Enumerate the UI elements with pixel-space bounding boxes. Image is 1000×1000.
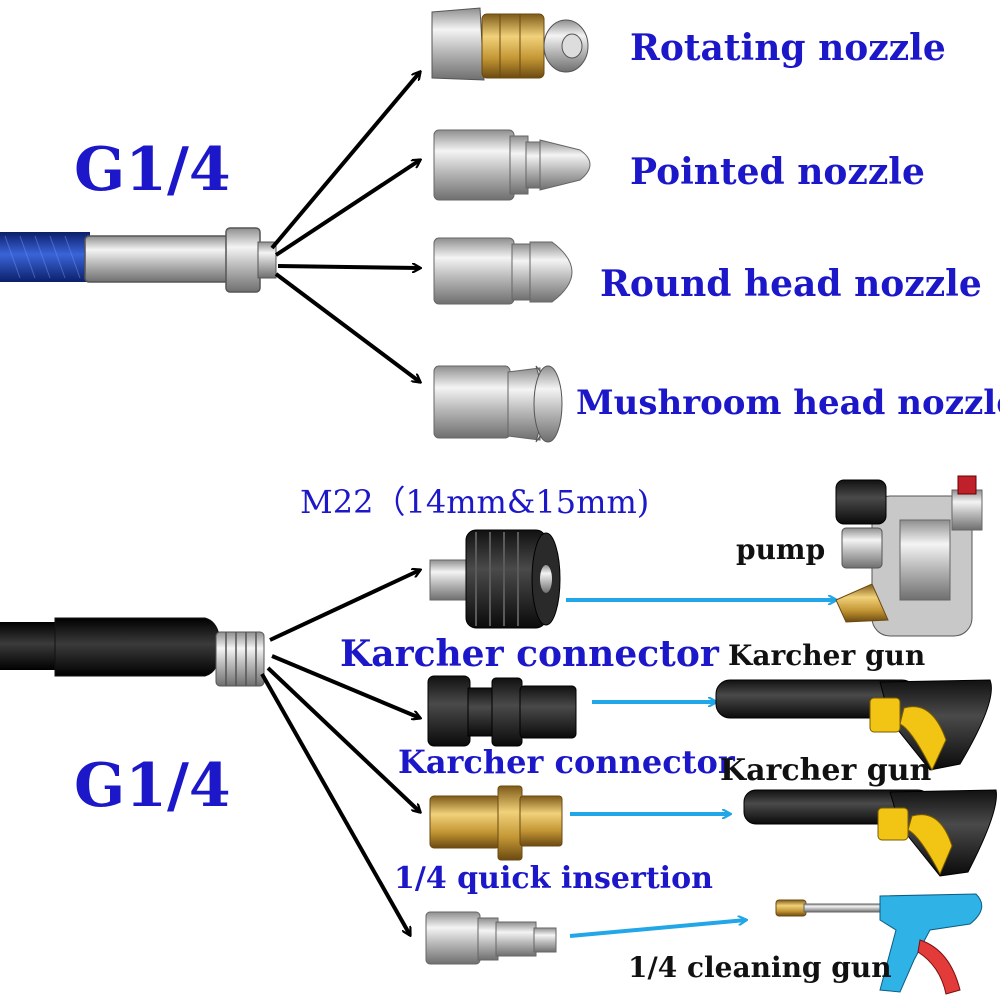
- round-head-nozzle-label: Round head nozzle: [600, 263, 982, 305]
- quick-insertion-plug-image: [425, 911, 557, 965]
- karcher-connector-black-image: [427, 675, 577, 747]
- karcher-gun-2-image: [743, 789, 997, 877]
- bottom-hose-fitting: [215, 631, 265, 687]
- karcher-gun-1-image: [715, 679, 992, 772]
- karcher-gun-label-2: Karcher gun: [720, 753, 932, 788]
- karcher-gun-label-1: Karcher gun: [728, 639, 926, 672]
- karcher-connector-label-2: Karcher connector: [398, 743, 735, 781]
- rotating-nozzle-label: Rotating nozzle: [630, 27, 946, 69]
- bottom-black-arrows: [260, 570, 420, 935]
- black-hose: [0, 617, 221, 677]
- top-thread-label: G1/4: [74, 135, 231, 205]
- top-arrows: [270, 72, 420, 382]
- bottom-thread-label: G1/4: [74, 751, 231, 821]
- karcher-connector-brass-image: [429, 785, 563, 861]
- bottom-blue-arrows: [566, 600, 836, 938]
- karcher-connector-label-1: Karcher connector: [340, 633, 719, 675]
- round-head-nozzle-image: [433, 237, 573, 305]
- m22-coupler-image: [429, 529, 561, 629]
- quick-insertion-label: 1/4 quick insertion: [394, 861, 713, 896]
- pointed-nozzle-label: Pointed nozzle: [630, 151, 925, 193]
- pump-image: [835, 475, 983, 637]
- pointed-nozzle-image: [433, 129, 591, 201]
- pump-label: pump: [736, 533, 826, 566]
- mushroom-head-nozzle-image: [433, 365, 563, 443]
- rotating-nozzle-image: [431, 7, 589, 81]
- cleaning-gun-label: 1/4 cleaning gun: [628, 951, 892, 984]
- m22-label: M22（14mm&15mm): [300, 483, 650, 521]
- top-hose-fitting: [84, 227, 277, 293]
- cleaning-gun-image: [775, 893, 983, 995]
- mushroom-head-nozzle-label: Mushroom head nozzle: [576, 383, 1000, 423]
- blue-hose: [0, 232, 90, 282]
